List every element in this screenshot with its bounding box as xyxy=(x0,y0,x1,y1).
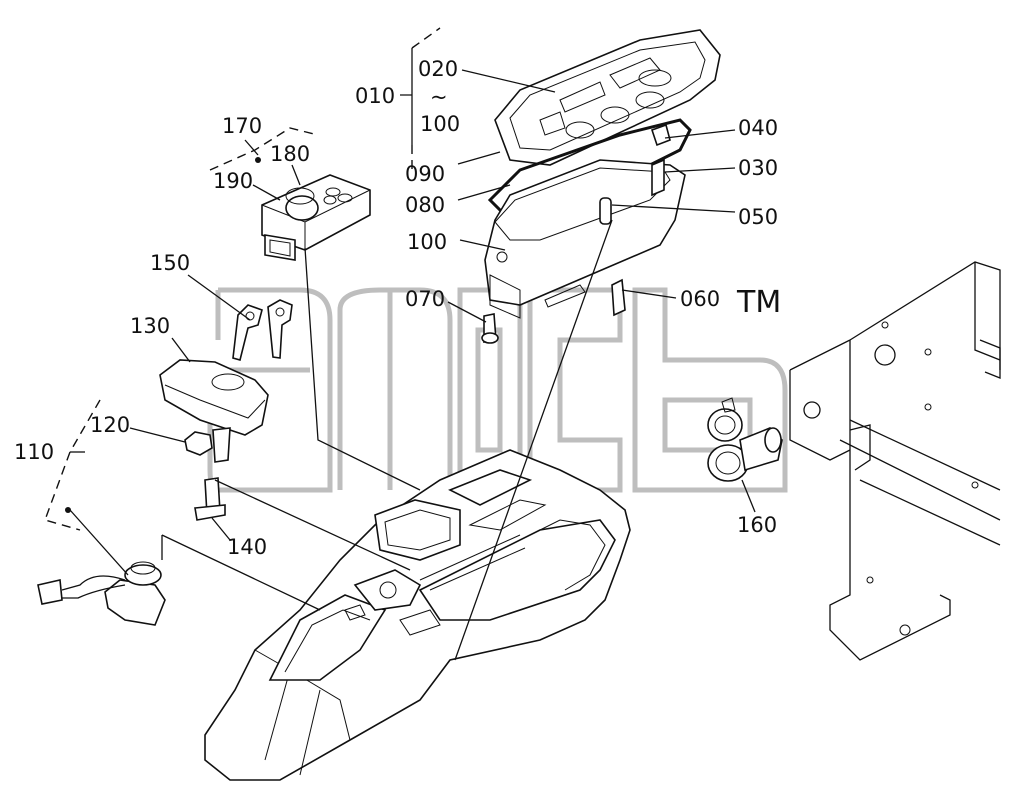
callout-150: 150 xyxy=(150,251,190,275)
callout-070: 070 xyxy=(405,287,445,311)
switch-assembly xyxy=(261,174,371,261)
callout-080: 080 xyxy=(405,193,445,217)
callout-tilde: ~ xyxy=(430,85,448,109)
console-body xyxy=(204,449,631,781)
callout-100: 100 xyxy=(407,230,447,254)
meter-panel-assembly xyxy=(481,29,721,344)
callout-170: 170 xyxy=(222,114,262,138)
callout-050: 050 xyxy=(738,205,778,229)
socket-160 xyxy=(707,397,783,482)
spacer-050 xyxy=(599,197,612,225)
callout-labels: 010 020 ~ 100 090 080 100 040 030 050 06… xyxy=(14,57,778,559)
callout-130: 130 xyxy=(130,314,170,338)
frame-bracket xyxy=(789,261,1001,661)
callout-030: 030 xyxy=(738,156,778,180)
callout-100-range: 100 xyxy=(420,112,460,136)
callout-160: 160 xyxy=(737,513,777,537)
ignition-assembly xyxy=(159,299,293,521)
callout-090: 090 xyxy=(405,162,445,186)
callout-010: 010 xyxy=(355,84,395,108)
callout-040: 040 xyxy=(738,116,778,140)
callout-060: 060 xyxy=(680,287,720,311)
leader-lines xyxy=(44,27,756,661)
callout-190: 190 xyxy=(213,169,253,193)
callout-020: 020 xyxy=(418,57,458,81)
callout-180: 180 xyxy=(270,142,310,166)
trademark-label: TM xyxy=(736,285,781,320)
callout-140: 140 xyxy=(227,535,267,559)
callout-110: 110 xyxy=(14,440,54,464)
callout-120: 120 xyxy=(90,413,130,437)
switch-110 xyxy=(37,561,166,626)
